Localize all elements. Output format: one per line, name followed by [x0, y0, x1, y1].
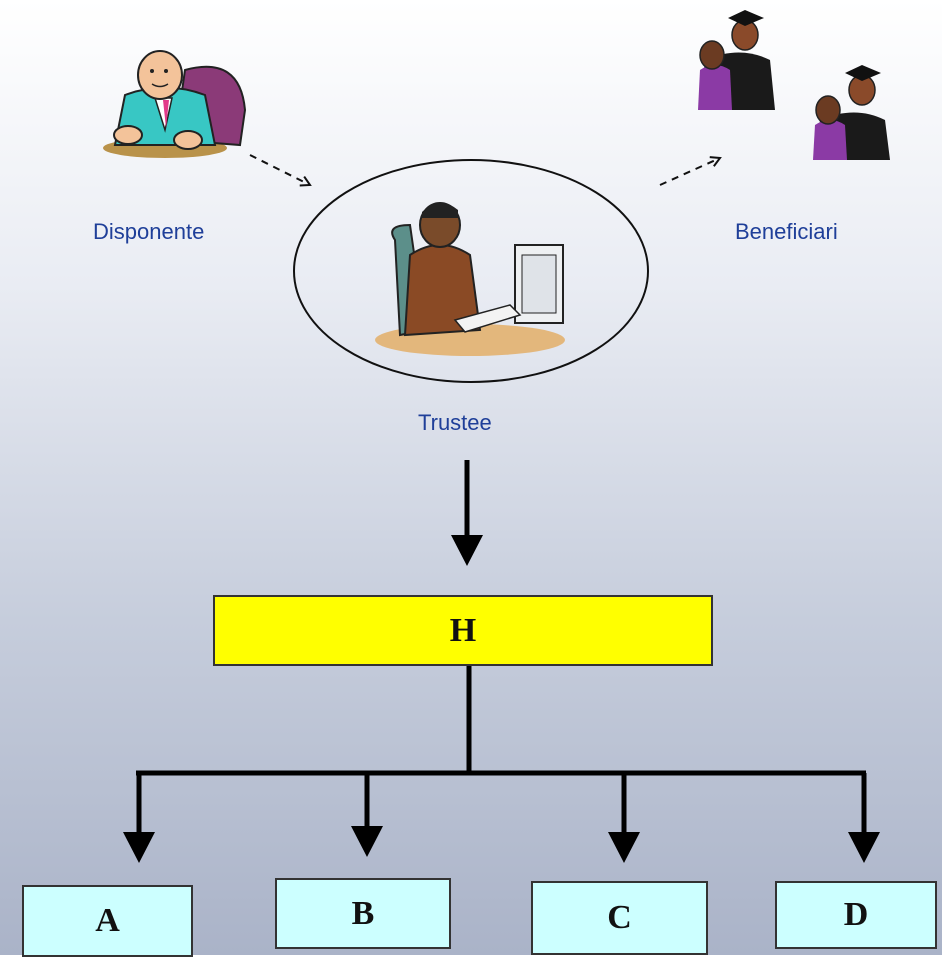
- trustee-to-beneficiaries-arrow: [659, 158, 720, 186]
- subsidiary-box-a: A: [22, 885, 193, 957]
- graduates-embracing-icon: [698, 10, 890, 160]
- subsidiary-box-b: B: [275, 878, 451, 949]
- subsidiary-label: D: [843, 896, 869, 933]
- settlor-to-trustee-arrow: [249, 154, 310, 185]
- man-at-computer-icon: [375, 202, 565, 356]
- holding-box: H: [213, 595, 713, 666]
- trustee-label: Trustee: [418, 410, 492, 435]
- subsidiary-label: A: [95, 902, 120, 939]
- trustee-to-holding-arrowhead: [451, 535, 483, 566]
- trustee-ellipse: [293, 159, 649, 383]
- subsidiary-box-d: D: [775, 881, 937, 949]
- subsidiary-arrows: [123, 773, 880, 863]
- beneficiaries-label: Beneficiari: [735, 219, 838, 244]
- businessman-in-armchair-icon: [103, 50, 247, 158]
- subsidiary-label: B: [351, 894, 375, 932]
- settlor-label: Disponente: [93, 219, 205, 244]
- subsidiary-label: C: [607, 899, 632, 936]
- holding-label: H: [449, 611, 477, 649]
- subsidiary-box-c: C: [531, 881, 708, 955]
